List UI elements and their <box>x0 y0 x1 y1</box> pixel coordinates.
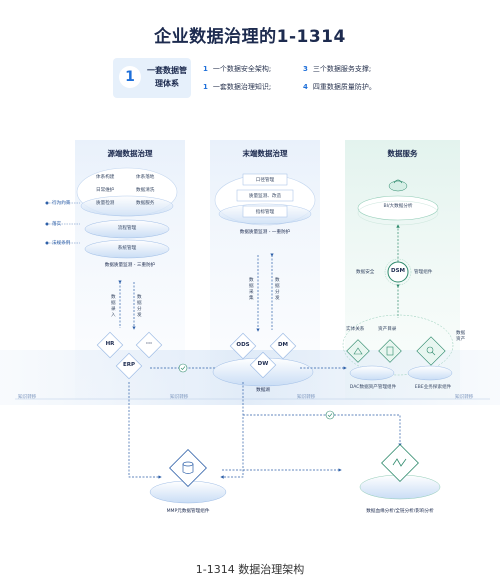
side-label: 落实 <box>52 222 62 227</box>
erp-system: ERP <box>122 362 136 368</box>
data-distribution-label: 数据分发 <box>137 295 142 318</box>
hr-system: HR <box>105 341 115 347</box>
source-item: 日常维护 <box>96 188 115 193</box>
summary-box: 1 一套数据管理体系 <box>113 58 191 98</box>
data-assets-label: 数据资产 <box>456 331 466 342</box>
data-collection-label: 数据采集 <box>249 278 254 301</box>
source-governance-title: 源端数据治理 <box>107 149 153 158</box>
side-label: 行为约束 <box>52 201 71 206</box>
sink-item: 口径管理 <box>255 178 275 183</box>
knowledge-transfer-label: 知识转移 <box>297 395 316 400</box>
knowledge-transfer-label: 知识转移 <box>455 395 474 400</box>
process-management-label: 流程管理 <box>117 226 137 231</box>
ods-node: ODS <box>236 342 250 348</box>
dac-component-label: DAC数据资产管理组件 <box>349 385 397 390</box>
mmp-component-label: MMP元数据管理组件 <box>166 509 210 514</box>
source-item: 质量检测 <box>96 201 115 206</box>
data-lake-label: 数据湖 <box>256 388 270 393</box>
source-item: 体系落地 <box>136 175 155 180</box>
lineage-analysis-label: 数据血缘分析/全链分析/影响分析 <box>366 509 434 514</box>
sink-distribution-label: 数据分发 <box>275 278 280 301</box>
knowledge-transfer-label: 知识转移 <box>170 395 189 400</box>
data-service-title: 数据服务 <box>387 149 418 158</box>
sink-quality-label: 数据质量监测 - 一重防护 <box>239 230 291 235</box>
sink-governance-title: 末端数据治理 <box>242 149 288 158</box>
dm-node: DM <box>277 342 289 348</box>
asset-catalog-label: 资产目录 <box>378 327 397 332</box>
management-component-label: 管理组件 <box>414 270 433 275</box>
summary-box-text: 一套数据管理体系 <box>147 66 187 88</box>
ebe-component-label: EBE业务探索组件 <box>414 385 452 390</box>
knowledge-transfer-label: 知识转移 <box>18 395 37 400</box>
sink-item: 指标管理 <box>255 210 275 215</box>
source-item: 数据清洗 <box>136 188 155 193</box>
source-item: 数据服务 <box>136 201 155 206</box>
data-entry-label: 数据录入 <box>111 295 116 318</box>
dsm-node: DSM <box>391 268 405 274</box>
page-title: 企业数据治理的1-1314 <box>154 27 346 47</box>
more-systems: ··· <box>145 341 153 347</box>
bi-analysis-label: BI/大数据分析 <box>383 204 413 209</box>
dw-node: DW <box>257 361 269 367</box>
system-management-label: 系统管理 <box>117 246 137 251</box>
summary-box-number: 1 <box>119 66 141 88</box>
data-security-label: 数据安全 <box>356 270 375 275</box>
source-quality-label: 数据质量监测 - 三重防护 <box>104 263 156 268</box>
figure-caption: 1-1314 数据治理架构 <box>195 563 305 576</box>
sink-item: 质量监测、改造 <box>248 194 282 199</box>
side-label: 法规条例 <box>52 241 71 246</box>
source-item: 体系构建 <box>96 175 115 180</box>
entity-relation-label: 实体关系 <box>346 327 365 332</box>
